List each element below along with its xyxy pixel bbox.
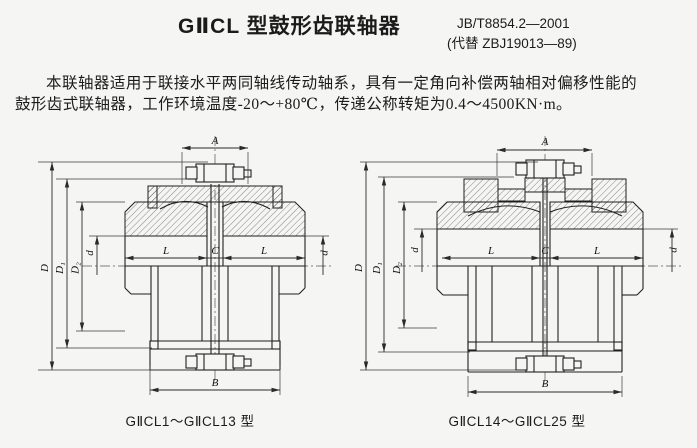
standard-code: JB/T8854.2—2001 xyxy=(457,16,570,31)
figure-giicl14-25-drawing: A D D₁ D₂ d d L C L B xyxy=(353,136,682,397)
dim-label-A: A xyxy=(211,135,219,147)
dim-label-D2: D₂ xyxy=(70,262,82,275)
dim-label-B: B xyxy=(542,378,549,390)
standard-replaces: (代替 ZBJ19013—89) xyxy=(447,36,577,51)
figure-caption-giicl14-25: GⅡCL14～GⅡCL25 型 xyxy=(448,414,586,429)
dim-label-L-left: L xyxy=(162,245,169,257)
dim-label-D: D xyxy=(353,264,365,273)
dim-label-C: C xyxy=(211,245,219,257)
dim-label-D1: D₁ xyxy=(371,262,383,275)
coupling-section xyxy=(436,159,644,373)
dim-label-D2: D₂ xyxy=(391,262,403,275)
dim-label-d-left: d xyxy=(84,250,96,256)
extension-lines xyxy=(360,153,678,397)
dim-label-D1: D₁ xyxy=(54,262,66,275)
figure-giicl1-13-drawing: A D D₁ D₂ d d L C L B xyxy=(38,135,334,395)
dimension-lines xyxy=(363,147,675,395)
dim-label-d-left: d xyxy=(409,247,421,253)
intro-paragraph: 本联轴器适用于联接水平两同轴线传动轴系，具有一定角向补偿两轴相对偏移性能的鼓形齿… xyxy=(15,75,637,113)
dim-label-C: C xyxy=(541,245,549,257)
dim-label-B: B xyxy=(212,377,219,389)
page-title: GⅡCL 型鼓形齿联轴器 xyxy=(178,15,401,38)
dim-label-L-right: L xyxy=(260,245,267,257)
coupling-section xyxy=(124,163,306,371)
standard-number-block: JB/T8854.2—2001 (代替 ZBJ19013—89) xyxy=(447,14,667,54)
dim-label-L-right: L xyxy=(593,245,600,257)
dimension-lines xyxy=(49,145,326,393)
dim-label-D: D xyxy=(39,264,51,273)
dim-label-d-right: d xyxy=(668,247,680,253)
dim-label-d-right: d xyxy=(319,250,331,256)
figure-caption-giicl1-13: GⅡCL1～GⅡCL13 型 xyxy=(125,414,255,429)
dim-label-A: A xyxy=(541,136,549,148)
dim-label-L-left: L xyxy=(487,245,494,257)
